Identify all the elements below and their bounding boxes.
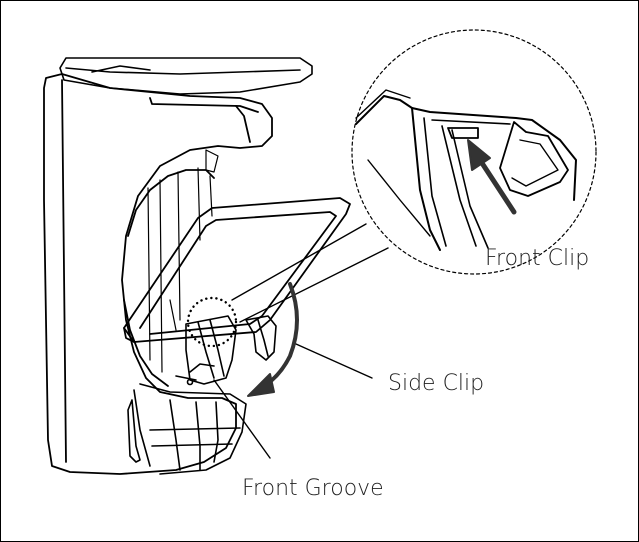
leader-front-groove [213, 379, 271, 459]
front-groove-label: Front Groove [242, 476, 384, 501]
clip-assembly [175, 315, 277, 386]
rotation-arrow-icon [247, 282, 299, 397]
chin-rest-tray [123, 197, 351, 343]
side-clip-label: Side Clip [388, 371, 485, 396]
front-clip-label: Front Clip [485, 246, 590, 271]
front-clip-highlight-circle [186, 296, 238, 348]
leader-to-magnifier-bottom [239, 247, 389, 323]
base-unit [127, 383, 247, 475]
leader-to-magnifier-top [231, 223, 367, 301]
leader-lines [213, 223, 389, 459]
magnifier-detail [351, 29, 597, 275]
top-head-bar [59, 57, 313, 95]
leader-side-clip [295, 343, 373, 379]
front-clip-arrow-icon [467, 139, 517, 215]
